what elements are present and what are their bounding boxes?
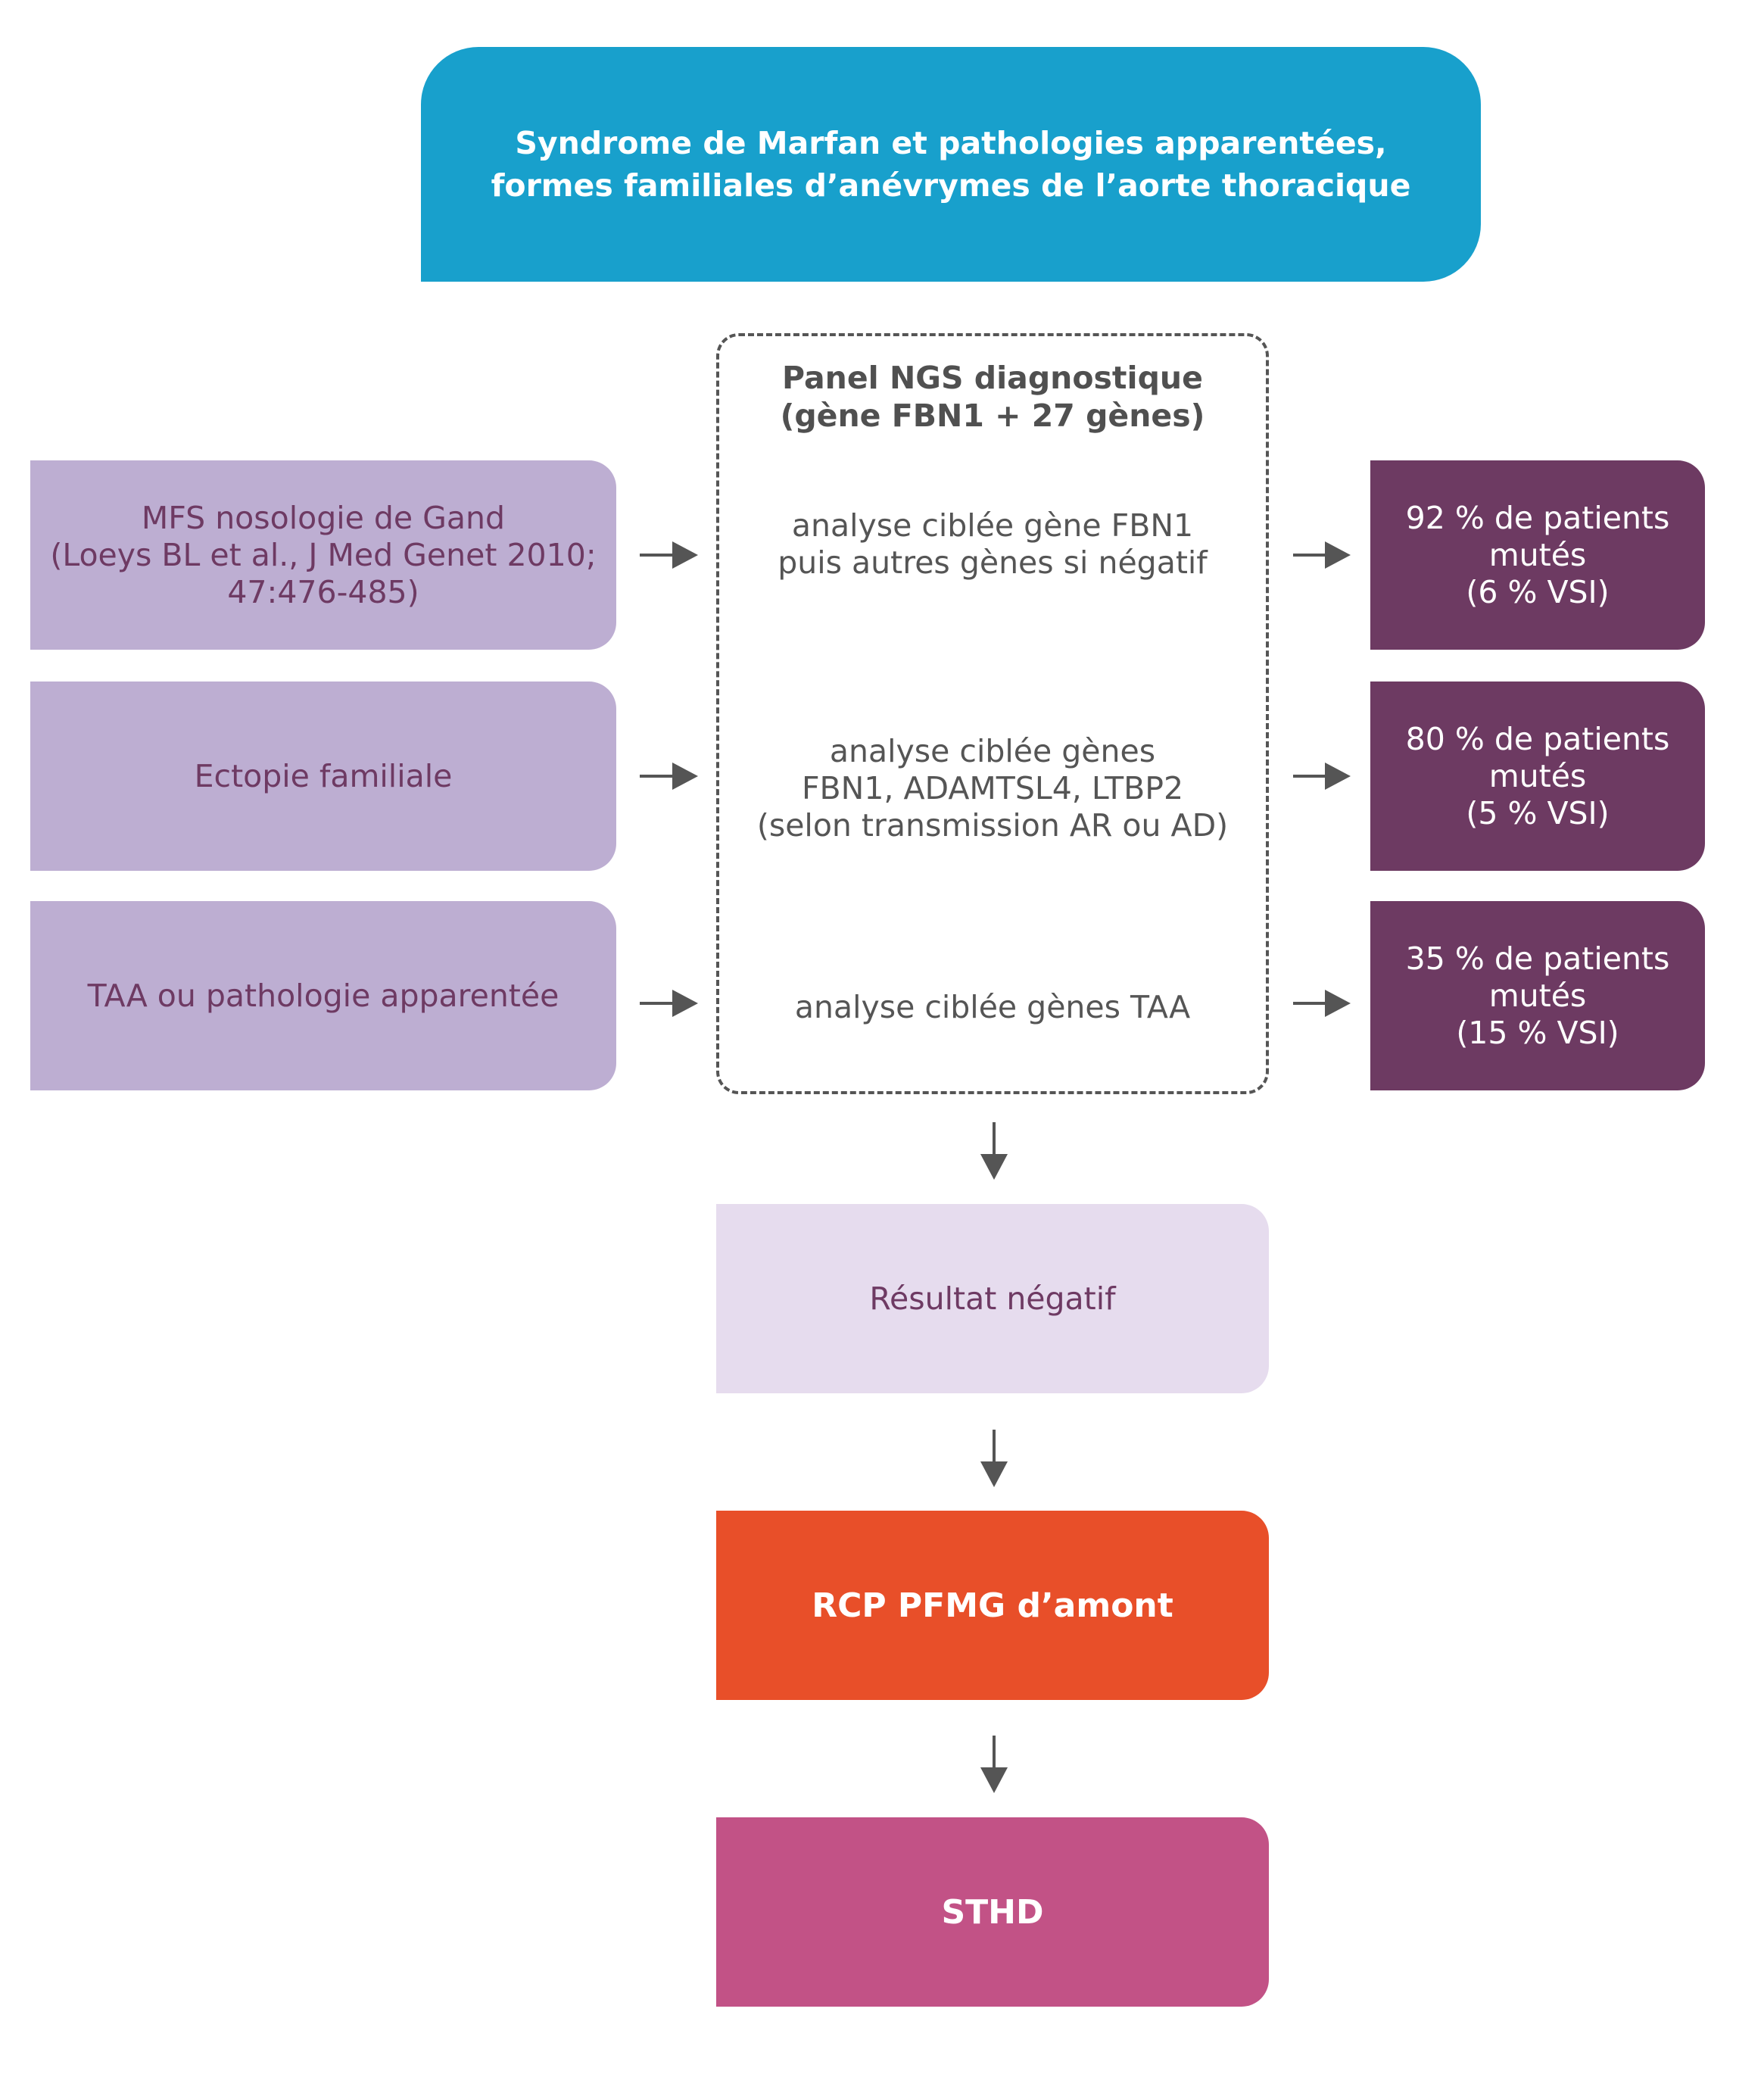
indication-label: Ectopie familiale xyxy=(194,757,453,794)
outcome-box-mfs: 92 % de patients mutés (6 % VSI) xyxy=(1370,460,1705,650)
outcome-box-ectopie: 80 % de patients mutés (5 % VSI) xyxy=(1370,682,1705,871)
analysis-ectopie: analyse ciblée gènes FBN1, ADAMTSL4, LTB… xyxy=(756,733,1229,844)
arrow-right-icon xyxy=(640,541,698,569)
arrow-down-icon xyxy=(980,1122,1008,1180)
indication-label: MFS nosologie de Gand (Loeys BL et al., … xyxy=(50,499,597,610)
ngs-panel-box: Panel NGS diagnostique (gène FBN1 + 27 g… xyxy=(716,333,1269,1094)
outcome-box-taa: 35 % de patients mutés (15 % VSI) xyxy=(1370,901,1705,1090)
indication-box-mfs: MFS nosologie de Gand (Loeys BL et al., … xyxy=(30,460,616,650)
indication-label: TAA ou pathologie apparentée xyxy=(87,977,559,1014)
rcp-box: RCP PFMG d’amont xyxy=(716,1511,1269,1700)
outcome-label: 92 % de patients mutés (6 % VSI) xyxy=(1405,499,1670,610)
arrow-right-icon xyxy=(1293,990,1351,1017)
panel-title: Panel NGS diagnostique (gène FBN1 + 27 g… xyxy=(780,360,1205,434)
analysis-fbn1: analyse ciblée gène FBN1 puis autres gèn… xyxy=(778,507,1208,581)
outcome-label: 80 % de patients mutés (5 % VSI) xyxy=(1405,720,1670,831)
result-label: Résultat négatif xyxy=(869,1280,1116,1317)
analysis-taa: analyse ciblée gènes TAA xyxy=(794,989,1191,1025)
arrow-right-icon xyxy=(1293,763,1351,790)
negative-result-box: Résultat négatif xyxy=(716,1204,1269,1393)
arrow-right-icon xyxy=(640,763,698,790)
arrow-right-icon xyxy=(640,990,698,1017)
indication-box-ectopie: Ectopie familiale xyxy=(30,682,616,871)
arrow-down-icon xyxy=(980,1736,1008,1793)
title-box: Syndrome de Marfan et pathologies appare… xyxy=(421,47,1481,282)
sthd-label: STHD xyxy=(941,1892,1044,1932)
indication-box-taa: TAA ou pathologie apparentée xyxy=(30,901,616,1090)
title-text: Syndrome de Marfan et pathologies appare… xyxy=(491,125,1411,204)
arrow-right-icon xyxy=(1293,541,1351,569)
arrow-down-icon xyxy=(980,1430,1008,1487)
rcp-label: RCP PFMG d’amont xyxy=(812,1586,1173,1625)
outcome-label: 35 % de patients mutés (15 % VSI) xyxy=(1405,940,1670,1051)
sthd-box: STHD xyxy=(716,1817,1269,2007)
